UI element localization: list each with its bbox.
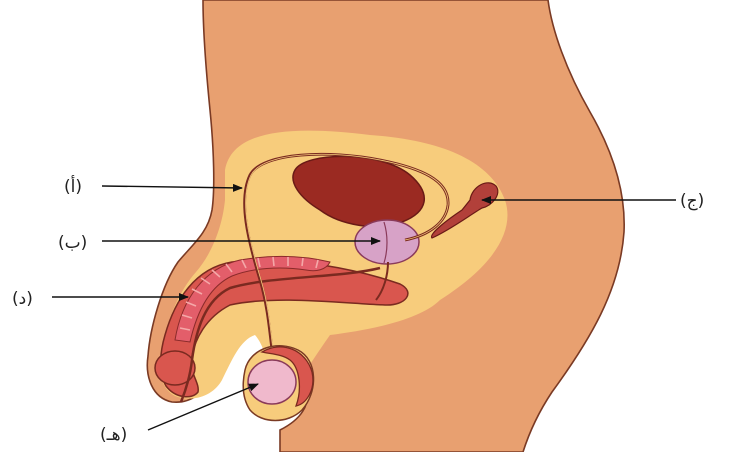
label-d: (د)	[12, 289, 33, 309]
label-a: (أ)	[64, 175, 82, 197]
label-b: (ب)	[58, 233, 87, 253]
testis	[248, 360, 296, 404]
label-e: (هـ)	[100, 425, 127, 445]
label-c: (ج)	[680, 191, 704, 211]
